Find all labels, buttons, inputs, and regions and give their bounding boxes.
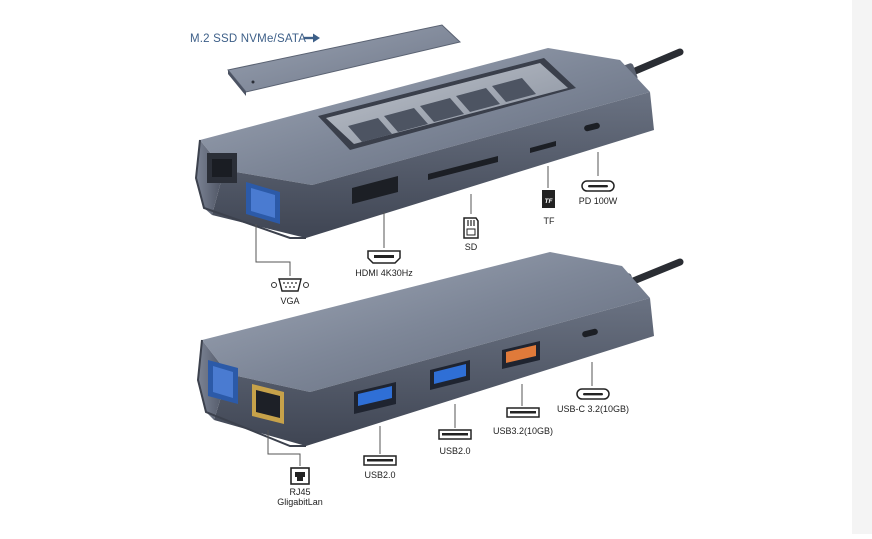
rj45-label-line2: GligabitLan [277,497,323,507]
ssd-cover [227,24,462,96]
sd-label: SD [464,242,478,252]
rj45-label-line1: RJ45 [289,487,311,497]
sd-icon [463,217,479,239]
tf-label: TF [543,216,555,226]
bottom-hub [196,252,684,447]
bottom-hub-top-face [202,252,650,392]
usb-a-fast-icon [506,407,540,418]
usbc-icon [581,180,615,192]
usb2-mid-label: USB2.0 [439,446,471,456]
top-usbc-port [584,122,600,132]
rj45-icon [290,467,310,485]
usb32-label: USB3.2(10GB) [492,426,554,436]
top-tf-slot [530,141,556,153]
vga-icon [271,278,309,292]
top-callout-lines [255,152,599,276]
usb-a-left-icon [363,455,397,466]
top-hub-front-face [212,92,654,238]
usb-a-mid-icon [438,429,472,440]
bottom-cable [622,258,684,288]
ssd-label: M.2 SSD NVMe/SATA [190,33,307,45]
pd-label: PD 100W [578,196,618,206]
tf-card-icon-text: TF [545,198,554,205]
bottom-usbc-port [582,328,598,338]
tf-card-icon: TF [542,190,555,208]
usb2-left-label: USB2.0 [364,470,396,480]
usbc-label: USB-C 3.2(10GB) [556,404,630,414]
hdmi-label: HDMI 4K30Hz [355,268,413,278]
top-hdmi-port [352,176,398,204]
top-cable [624,48,684,78]
arrow-right-icon [304,33,320,43]
top-hub [194,48,684,239]
usbc-bottom-icon [576,388,610,400]
bottom-callout-lines [267,362,593,466]
ssd-chips [348,78,536,142]
top-sd-slot [428,156,498,180]
hdmi-icon [367,250,401,264]
right-margin-strip [852,0,872,534]
vga-label: VGA [280,296,300,306]
